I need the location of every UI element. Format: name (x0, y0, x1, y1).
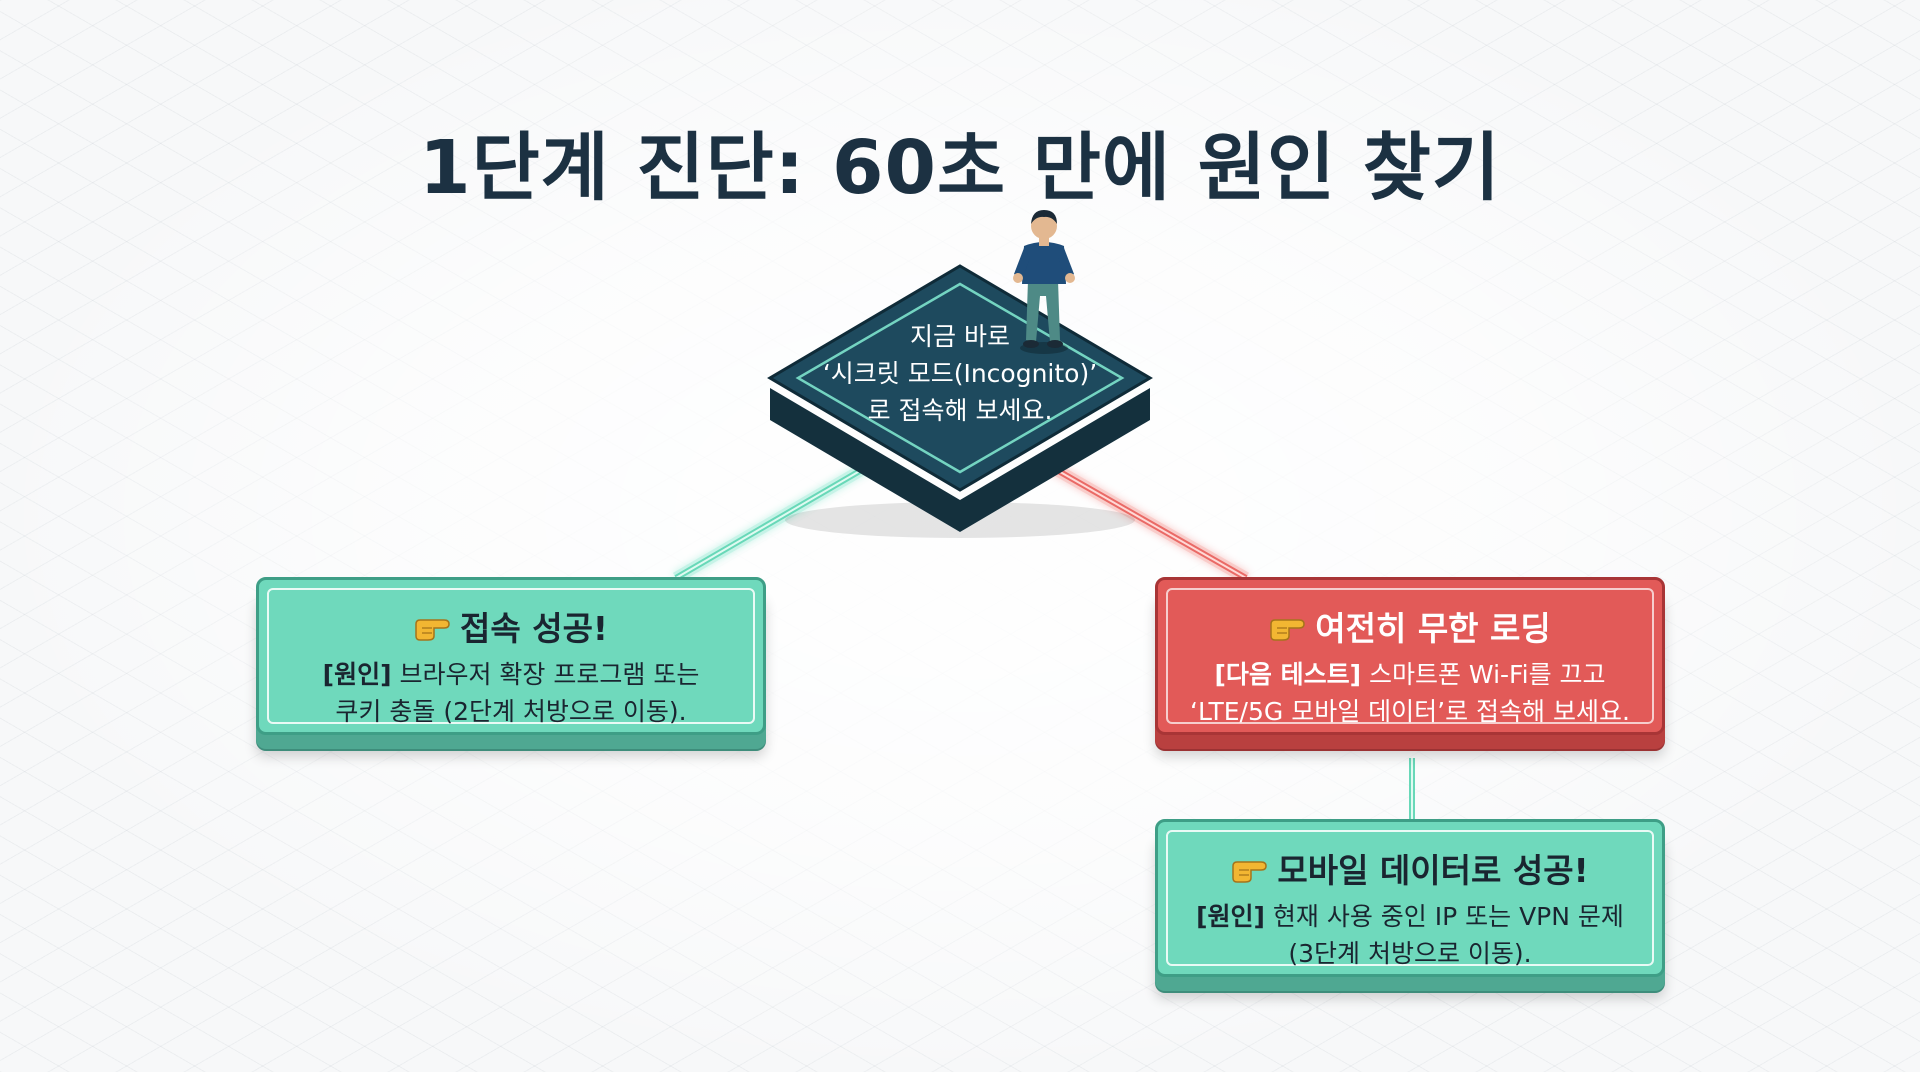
start-node-text: 지금 바로 ‘시크릿 모드(Incognito)’ 로 접속해 보세요. (800, 318, 1120, 429)
failure-body: [다음 테스트] 스마트폰 Wi-Fi를 끄고 ‘LTE/5G 모바일 데이터’… (1158, 656, 1662, 730)
failure-line-1: 스마트폰 Wi-Fi를 끄고 (1361, 660, 1606, 689)
failure-heading-text: 여전히 무한 로딩 (1315, 609, 1551, 648)
mobile-box-frame (1166, 830, 1654, 966)
success-box: 접속 성공! [원인] 브라우저 확장 프로그램 또는 쿠키 충돌 (2단계 처… (256, 577, 766, 735)
person-icon (1013, 210, 1075, 354)
success-heading: 접속 성공! (259, 602, 763, 650)
mobile-heading: 모바일 데이터로 성공! (1158, 844, 1662, 892)
failure-box: 여전히 무한 로딩 [다음 테스트] 스마트폰 Wi-Fi를 끄고 ‘LTE/5… (1155, 577, 1665, 735)
page-title: 1단계 진단: 60초 만에 원인 찾기 (419, 125, 1501, 211)
failure-tag: [다음 테스트] (1214, 660, 1362, 689)
start-line-1: 지금 바로 (910, 322, 1010, 351)
mobile-line-2: (3단계 처방으로 이동). (1288, 939, 1532, 968)
connector-failure (1045, 459, 1249, 584)
success-body: [원인] 브라우저 확장 프로그램 또는 쿠키 충돌 (2단계 처방으로 이동)… (259, 656, 763, 730)
mobile-success-box: 모바일 데이터로 성공! [원인] 현재 사용 중인 IP 또는 VPN 문제 … (1155, 819, 1665, 977)
pointing-hand-icon (1270, 619, 1306, 641)
mobile-body: [원인] 현재 사용 중인 IP 또는 VPN 문제 (3단계 처방으로 이동)… (1158, 898, 1662, 972)
success-heading-text: 접속 성공! (460, 609, 608, 648)
failure-heading: 여전히 무한 로딩 (1158, 602, 1662, 650)
success-tag: [원인] (322, 660, 392, 689)
mobile-heading-text: 모바일 데이터로 성공! (1277, 851, 1589, 890)
mobile-tag: [원인] (1196, 902, 1265, 931)
mobile-line-1: 현재 사용 중인 IP 또는 VPN 문제 (1264, 902, 1624, 931)
start-line-2: ‘시크릿 모드(Incognito)’ (822, 359, 1098, 388)
connector-success (672, 459, 874, 584)
failure-line-2: ‘LTE/5G 모바일 데이터’로 접속해 보세요. (1190, 697, 1630, 726)
success-line-1: 브라우저 확장 프로그램 또는 (391, 660, 700, 689)
start-line-3: 로 접속해 보세요. (867, 396, 1053, 425)
pointing-hand-icon (1232, 861, 1268, 883)
success-box-frame (267, 588, 755, 724)
success-line-2: 쿠키 충돌 (2단계 처방으로 이동). (335, 697, 687, 726)
pointing-hand-icon (415, 619, 450, 641)
failure-box-frame (1166, 588, 1654, 724)
